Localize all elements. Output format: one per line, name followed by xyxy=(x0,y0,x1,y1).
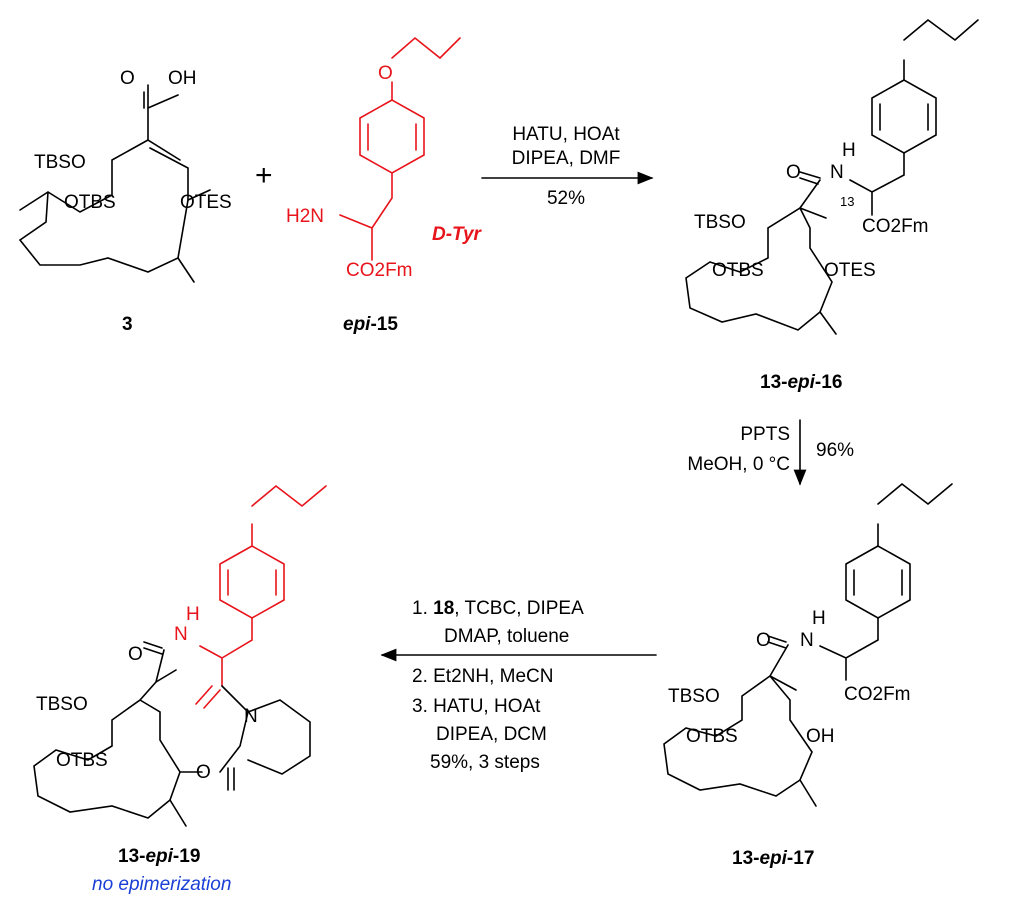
compound-epi-15-label: epi-15 xyxy=(343,314,398,335)
step-1: HATU, HOAt DIPEA, DMF 52% xyxy=(481,124,654,209)
epi16-o: O xyxy=(786,162,801,183)
step2-reagents-1: PPTS xyxy=(740,424,790,445)
no-epimerization-note: no epimerization xyxy=(92,874,231,895)
step3-line-4: 3. HATU, HOAt xyxy=(412,696,541,717)
compound-epi-19-label: 13-epi-19 xyxy=(118,846,200,867)
c3-oh: OH xyxy=(168,68,197,89)
epi17-o: O xyxy=(756,630,771,651)
epi17-otbs: OTBS xyxy=(686,726,738,747)
c3-otes: OTES xyxy=(180,192,232,213)
compound-3: O OH TBSO OTBS OTES 3 xyxy=(18,68,232,335)
compound-13-epi-17: O N H CO2Fm TBSO OTBS OH 13-epi-17 xyxy=(663,482,953,869)
epi15-ester: CO2Fm xyxy=(346,260,413,281)
epi19-tbso: TBSO xyxy=(36,694,88,715)
d-tyr-tag: D-Tyr xyxy=(432,224,483,245)
step2-reagents-2: MeOH, 0 °C xyxy=(687,454,790,475)
step2-yield: 96% xyxy=(816,440,854,461)
compound-3-label: 3 xyxy=(122,314,133,335)
epi16-locant: 13 xyxy=(840,194,854,209)
step3-line-2: DMAP, toluene xyxy=(444,626,569,647)
step3-line-6: 59%, 3 steps xyxy=(430,752,540,773)
epi17-n: N xyxy=(800,630,814,651)
compound-13-epi-16: O N H 13 CO2Fm TBSO OTBS OTES 13-epi-16 xyxy=(685,18,979,393)
epi17-h: H xyxy=(812,608,826,629)
step1-reagents-1: HATU, HOAt xyxy=(512,124,620,145)
epi16-n: N xyxy=(830,162,844,183)
c3-tbso: TBSO xyxy=(34,152,86,173)
step3-line-1: 1. 18, TCBC, DIPEA xyxy=(412,598,584,619)
step1-reagents-2: DIPEA, DMF xyxy=(512,148,621,169)
epi16-otes: OTES xyxy=(824,260,876,281)
compound-epi-16-label: 13-epi-16 xyxy=(760,372,842,393)
compound-epi-15: O H2N CO2Fm D-Tyr epi-15 xyxy=(286,36,483,335)
step-3: 1. 18, TCBC, DIPEA DMAP, toluene 2. Et2N… xyxy=(380,598,657,773)
epi16-ester: CO2Fm xyxy=(862,216,929,237)
epi17-ester: CO2Fm xyxy=(844,684,911,705)
epi17-oh: OH xyxy=(806,726,835,747)
step3-line-5: DIPEA, DCM xyxy=(436,724,547,745)
epi19-n: N xyxy=(174,624,188,645)
epi17-tbso: TBSO xyxy=(668,686,720,707)
step1-yield: 52% xyxy=(547,188,585,209)
step-2: PPTS MeOH, 0 °C 96% xyxy=(687,419,854,486)
epi16-h: H xyxy=(842,140,856,161)
epi19-otbs: OTBS xyxy=(56,750,108,771)
epi16-otbs: OTBS xyxy=(712,260,764,281)
epi19-h: H xyxy=(186,604,200,625)
compound-13-epi-19: O N H TBSO OTBS O N 13-epi-19 no epimeri… xyxy=(33,484,327,895)
epi19-ester-o: O xyxy=(196,762,211,783)
epi19-o: O xyxy=(128,644,143,665)
epi19-pip-n: N xyxy=(244,706,258,727)
compound-epi-17-label: 13-epi-17 xyxy=(732,848,814,869)
plus-sign: + xyxy=(255,159,273,192)
c3-o: O xyxy=(120,68,135,89)
epi15-amine: H2N xyxy=(286,206,324,227)
epi15-ether-o: O xyxy=(378,63,393,84)
epi16-tbso: TBSO xyxy=(694,212,746,233)
step3-line-3: 2. Et2NH, MeCN xyxy=(412,666,553,687)
c3-otbs: OTBS xyxy=(64,192,116,213)
